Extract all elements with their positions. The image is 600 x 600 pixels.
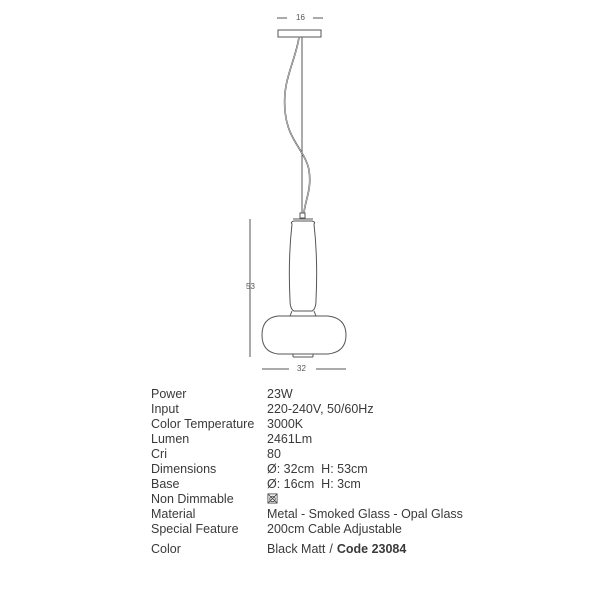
height-dimension: 53 (246, 282, 255, 291)
specifications-table: Power 23W Input 220-240V, 50/60Hz Color … (151, 387, 511, 557)
spec-row-color: Color Black Matt/Code 23084 (151, 542, 511, 557)
spec-label: Cri (151, 447, 167, 461)
spec-label: Dimensions (151, 462, 217, 476)
spec-value: 220-240V, 50/60Hz (267, 402, 374, 416)
spec-row-dimensions: Dimensions Ø: 32cm H: 53cm (151, 462, 511, 477)
shade-diameter-dimension: 32 (297, 364, 306, 373)
spec-label: Color Temperature (151, 417, 255, 431)
spec-label: Input (151, 402, 179, 416)
spec-row-lumen: Lumen 2461Lm (151, 432, 511, 447)
spec-row-special-feature: Special Feature 200cm Cable Adjustable (151, 522, 511, 537)
code-label: Code (336, 542, 369, 556)
spec-value: Ø: 32cm H: 53cm (267, 462, 368, 476)
spec-label: Special Feature (151, 522, 239, 536)
spec-value: Ø: 16cm H: 3cm (267, 477, 361, 491)
spec-row-base: Base Ø: 16cm H: 3cm (151, 477, 511, 492)
spec-value: 200cm Cable Adjustable (267, 522, 402, 536)
spec-label: Base (151, 477, 180, 491)
spec-row-non-dimmable: Non Dimmable (151, 492, 511, 507)
separator: / (329, 542, 333, 556)
spec-label: Non Dimmable (151, 492, 234, 506)
pendant-lamp-drawing (249, 17, 347, 370)
spec-value: 23W (267, 387, 293, 401)
spec-value: 2461Lm (267, 432, 313, 446)
spec-value: Metal - Smoked Glass - Opal Glass (267, 507, 463, 521)
color-value: Black Matt (267, 542, 326, 556)
spec-label: Material (151, 507, 196, 521)
spec-value: 80 (267, 447, 281, 461)
spec-value: 3000K (267, 417, 304, 431)
non-dimmable-icon (267, 493, 278, 504)
spec-label: Color (151, 542, 181, 556)
product-code: 23084 (371, 542, 407, 556)
base-width-dimension: 16 (296, 13, 305, 22)
spec-label: Power (151, 387, 187, 401)
technical-drawing: 16 53 32 (246, 13, 347, 373)
spec-row-power: Power 23W (151, 387, 511, 402)
spec-label: Lumen (151, 432, 190, 446)
spec-row-color-temperature: Color Temperature 3000K (151, 417, 511, 432)
spec-row-material: Material Metal - Smoked Glass - Opal Gla… (151, 507, 511, 522)
spec-row-input: Input 220-240V, 50/60Hz (151, 402, 511, 417)
spec-row-cri: Cri 80 (151, 447, 511, 462)
